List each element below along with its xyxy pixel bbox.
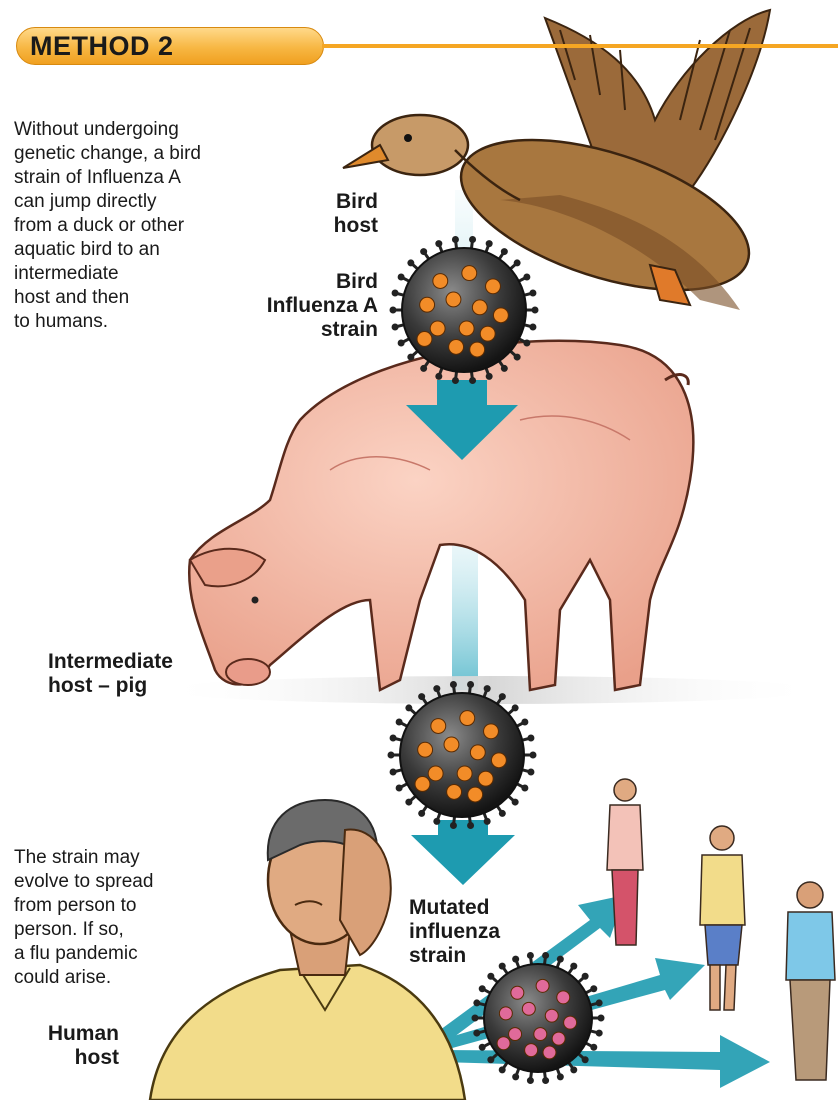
text-line: Bird <box>220 270 378 294</box>
text-line: a flu pandemic <box>14 942 214 966</box>
text-line: strain <box>409 944 549 968</box>
duck-illustration <box>343 10 770 320</box>
text-line: Mutated <box>409 896 549 920</box>
text-line: from person to <box>14 894 214 918</box>
text-line: could arise. <box>14 966 214 990</box>
text-line: host <box>14 1046 119 1070</box>
text-line: The strain may <box>14 846 214 870</box>
method-title: METHOD 2 <box>30 31 174 62</box>
text-line: Influenza A <box>220 294 378 318</box>
text-line: can jump directly <box>14 190 254 214</box>
text-line: host – pig <box>48 674 248 698</box>
text-line: from a duck or other <box>14 214 254 238</box>
text-line: strain of Influenza A <box>14 166 254 190</box>
text-line: host <box>250 214 378 238</box>
text-line: to humans. <box>14 310 254 334</box>
pig-illustration <box>160 341 820 704</box>
header-rule <box>322 44 838 48</box>
text-line: intermediate <box>14 262 254 286</box>
text-line: Bird <box>250 190 378 214</box>
text-line: strain <box>220 318 378 342</box>
walking-people-illustration <box>607 779 835 1080</box>
text-line: person. If so, <box>14 918 214 942</box>
text-line: Without undergoing <box>14 118 254 142</box>
text-line: evolve to spread <box>14 870 214 894</box>
text-line: genetic change, a bird <box>14 142 254 166</box>
text-line: Human <box>14 1022 119 1046</box>
text-line: Intermediate <box>48 650 248 674</box>
text-line: host and then <box>14 286 254 310</box>
text-line: aquatic bird to an <box>14 238 254 262</box>
text-line: influenza <box>409 920 549 944</box>
